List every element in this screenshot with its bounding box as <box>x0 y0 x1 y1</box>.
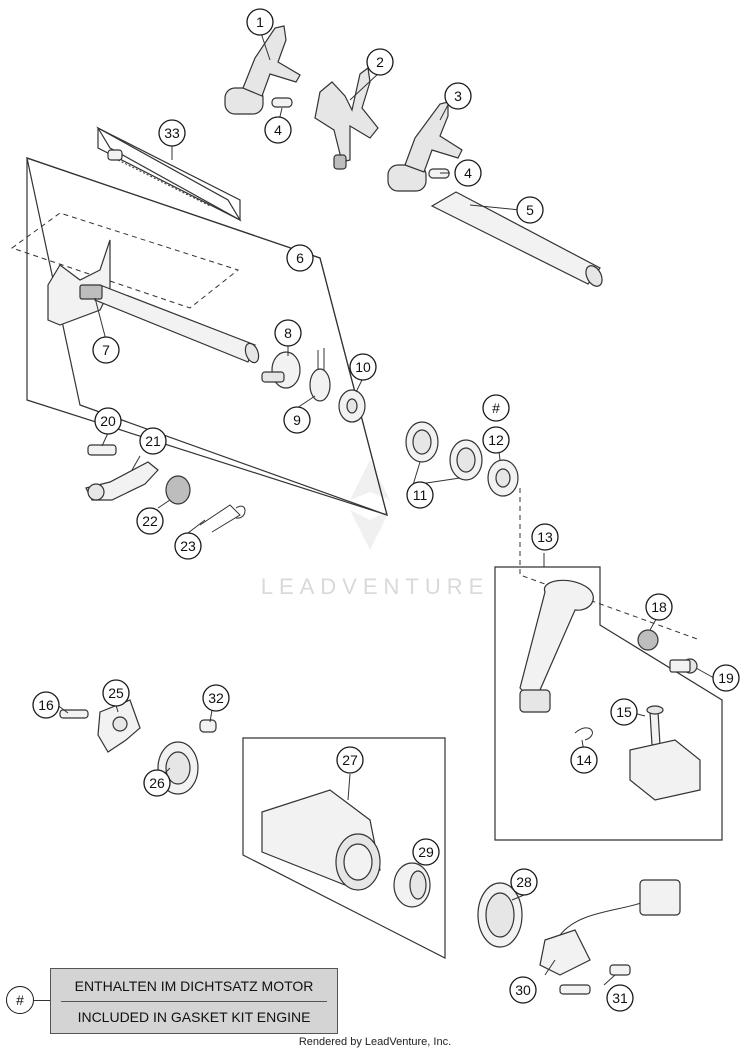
shift-lever-outline <box>10 212 240 309</box>
shaft-parts <box>261 348 366 423</box>
callout-label: 6 <box>296 250 304 266</box>
callout-label: 25 <box>108 685 124 701</box>
callout-label: 27 <box>342 752 358 768</box>
callout-label: 12 <box>488 432 504 448</box>
callout-label: 26 <box>149 775 165 791</box>
callout-25: 25 <box>102 679 130 707</box>
watermark-text: LEADVENTURE <box>261 574 490 599</box>
callout-26: 26 <box>143 769 171 797</box>
callout-label: 8 <box>284 325 292 341</box>
callout-23: 23 <box>174 532 202 560</box>
callout-20: 20 <box>94 407 122 435</box>
callout-label: 33 <box>164 125 180 141</box>
shift-lever-assembly-frame <box>494 488 723 841</box>
callout-10: 10 <box>349 353 377 381</box>
detent-spring-assembly <box>96 126 242 222</box>
legend-box: ENTHALTEN IM DICHTSATZ MOTOR INCLUDED IN… <box>50 968 338 1034</box>
legend-text-german: ENTHALTEN IM DICHTSATZ MOTOR <box>74 978 314 994</box>
shift-fork-3 <box>387 101 463 192</box>
callout-label: 2 <box>376 54 384 70</box>
callout-label: 5 <box>526 202 534 218</box>
shift-lever-parts <box>85 444 246 533</box>
callout-label: 31 <box>612 990 628 1006</box>
sensor-and-ring <box>477 879 681 995</box>
callout-label: 1 <box>256 14 264 30</box>
callout-13: 13 <box>531 523 559 551</box>
shift-lever <box>519 579 701 801</box>
callout-30: 30 <box>509 976 537 1004</box>
callout-label: 22 <box>142 513 158 529</box>
callout-4: 4 <box>264 116 292 144</box>
credit-text: Rendered by LeadVenture, Inc. <box>298 1036 452 1048</box>
callout-32: 32 <box>202 684 230 712</box>
callout-label: 29 <box>418 844 434 860</box>
callout-label: 14 <box>576 752 592 768</box>
callout-label: 10 <box>355 359 371 375</box>
shift-drum <box>261 789 431 908</box>
callout-4: 4 <box>454 159 482 187</box>
callout-29: 29 <box>412 838 440 866</box>
callout-label: 32 <box>208 690 224 706</box>
callout-19: 19 <box>712 664 740 692</box>
callout-hash: # <box>482 394 510 422</box>
callout-label: 20 <box>100 413 116 429</box>
callout-14: 14 <box>570 746 598 774</box>
legend-leader-line <box>34 1000 50 1001</box>
fork-shaft <box>430 191 603 287</box>
callout-label: 7 <box>102 342 110 358</box>
callout-layer: 12344567891011#1213141516181920212223252… <box>32 8 740 1012</box>
callout-15: 15 <box>610 698 638 726</box>
callout-33: 33 <box>158 119 186 147</box>
callout-label: 23 <box>180 538 196 554</box>
callout-label: 18 <box>651 599 667 615</box>
shift-fork-2 <box>314 66 379 170</box>
callout-27: 27 <box>336 746 364 774</box>
callout-label: 28 <box>516 874 532 890</box>
callout-6: 6 <box>286 244 314 272</box>
legend-symbol: # <box>6 986 34 1014</box>
callout-label: 21 <box>145 433 161 449</box>
shift-fork-1 <box>224 25 301 115</box>
callout-12: 12 <box>482 426 510 454</box>
callout-label: 9 <box>293 412 301 428</box>
needle-bearings <box>405 421 519 497</box>
callout-3: 3 <box>444 82 472 110</box>
callout-28: 28 <box>510 868 538 896</box>
legend-divider <box>61 1001 327 1002</box>
callout-label: 4 <box>274 122 282 138</box>
callout-label: 11 <box>413 487 428 503</box>
callout-11: 11 <box>406 481 434 509</box>
callout-label: 30 <box>515 982 531 998</box>
callout-31: 31 <box>606 984 634 1012</box>
callout-9: 9 <box>283 406 311 434</box>
legend-text-english: INCLUDED IN GASKET KIT ENGINE <box>77 1009 311 1025</box>
callout-label: 3 <box>454 88 462 104</box>
callout-7: 7 <box>92 336 120 364</box>
callout-22: 22 <box>136 507 164 535</box>
callout-18: 18 <box>645 593 673 621</box>
callout-label: 19 <box>718 670 734 686</box>
callout-label: 16 <box>38 697 54 713</box>
callout-8: 8 <box>274 319 302 347</box>
callout-label: 15 <box>616 704 632 720</box>
callout-label: # <box>492 400 500 416</box>
callout-label: 4 <box>464 165 472 181</box>
shift-shaft <box>47 239 260 364</box>
callout-5: 5 <box>516 196 544 224</box>
callout-21: 21 <box>139 427 167 455</box>
callout-16: 16 <box>32 691 60 719</box>
callout-2: 2 <box>366 48 394 76</box>
callout-1: 1 <box>246 8 274 36</box>
callout-label: 13 <box>537 529 553 545</box>
shift-drum-frame <box>242 737 446 959</box>
drum-locator <box>59 699 217 795</box>
